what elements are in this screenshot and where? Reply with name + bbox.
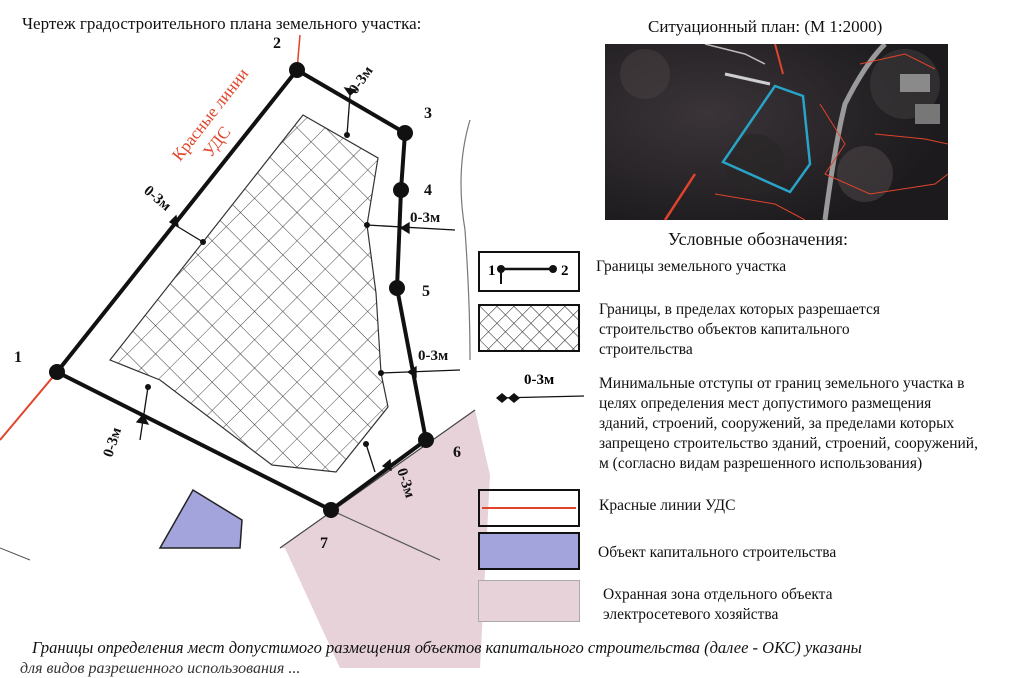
situation-plan-photo: [605, 44, 948, 220]
footer-note: Границы определения мест допустимого раз…: [32, 638, 862, 657]
vertex-7: [323, 502, 339, 518]
legend-offset-text: Минимальные отступы от границ земельного…: [599, 375, 978, 472]
legend-red-lines-swatch: [478, 489, 580, 527]
protection-zone-edge: [279, 409, 476, 549]
legend-offset-swatch: 0-3м: [496, 372, 585, 403]
parcel-vertices: [49, 62, 434, 518]
point-label-3: 3: [424, 105, 432, 122]
legend-title: Условные обозначения:: [668, 229, 849, 249]
legend-protection-zone-swatch: [478, 580, 580, 622]
point-label-4: 4: [424, 182, 432, 199]
footer-note-cut: для видов разрешенного использования ...: [20, 660, 301, 677]
parcel-boundary: [55, 68, 428, 512]
neighbor-line: [460, 119, 471, 361]
neighbor-line: [334, 511, 441, 561]
point-label-5: 5: [422, 283, 430, 300]
drawing-title: Чертеж градостроительного плана земельно…: [22, 14, 422, 33]
legend-capital-object-swatch: [478, 532, 580, 570]
offset-label: 0-3м: [346, 63, 376, 97]
red-line: [0, 371, 58, 441]
offset-label: 0-3м: [410, 210, 440, 226]
point-label-7: 7: [320, 535, 328, 552]
legend-parcel-swatch: 1 2: [478, 251, 580, 292]
capital-object: [158, 488, 243, 549]
legend-offset-sample: 0-3м: [524, 372, 554, 388]
vertex-1: [49, 364, 65, 380]
offset-label: 0-3м: [418, 348, 448, 364]
vertex-3: [397, 125, 413, 141]
legend-building-zone-text: Границы, в пределах которых разрешается …: [599, 301, 881, 358]
protection-zone: [280, 410, 490, 668]
point-label-2: 2: [273, 35, 281, 52]
site-plan-drawing: 1 2 3 4 5 6 7 0-3м 0-3м 0-3м 0-3м 0-3м 0…: [0, 34, 490, 668]
vertex-5: [389, 280, 405, 296]
legend-sample-2: 2: [561, 263, 569, 279]
offset-points: [145, 132, 384, 447]
legend-parcel-text: Границы земельного участка: [596, 258, 787, 275]
building-zone: [109, 114, 389, 473]
legend-building-zone-swatch: [478, 304, 580, 352]
legend-sample-1: 1: [488, 263, 496, 279]
point-label-6: 6: [453, 444, 461, 461]
vertex-6: [418, 432, 434, 448]
legend-red-lines-text: Красные линии УДС: [599, 497, 736, 514]
vertex-4: [393, 182, 409, 198]
vertex-2: [289, 62, 305, 78]
offset-label: 0-3м: [101, 426, 126, 460]
offset-label: 0-3м: [140, 183, 173, 215]
neighbor-line: [0, 547, 31, 561]
legend-protection-zone-text: Охранная зона отдельного объекта электро…: [603, 586, 833, 623]
point-label-1: 1: [14, 349, 22, 366]
situation-plan-title: Ситуационный план: (М 1:2000): [648, 17, 883, 36]
offset-arrows: [135, 87, 461, 473]
legend-capital-object-text: Объект капитального строительства: [598, 544, 837, 561]
photo-parcel-outline: [721, 84, 812, 194]
